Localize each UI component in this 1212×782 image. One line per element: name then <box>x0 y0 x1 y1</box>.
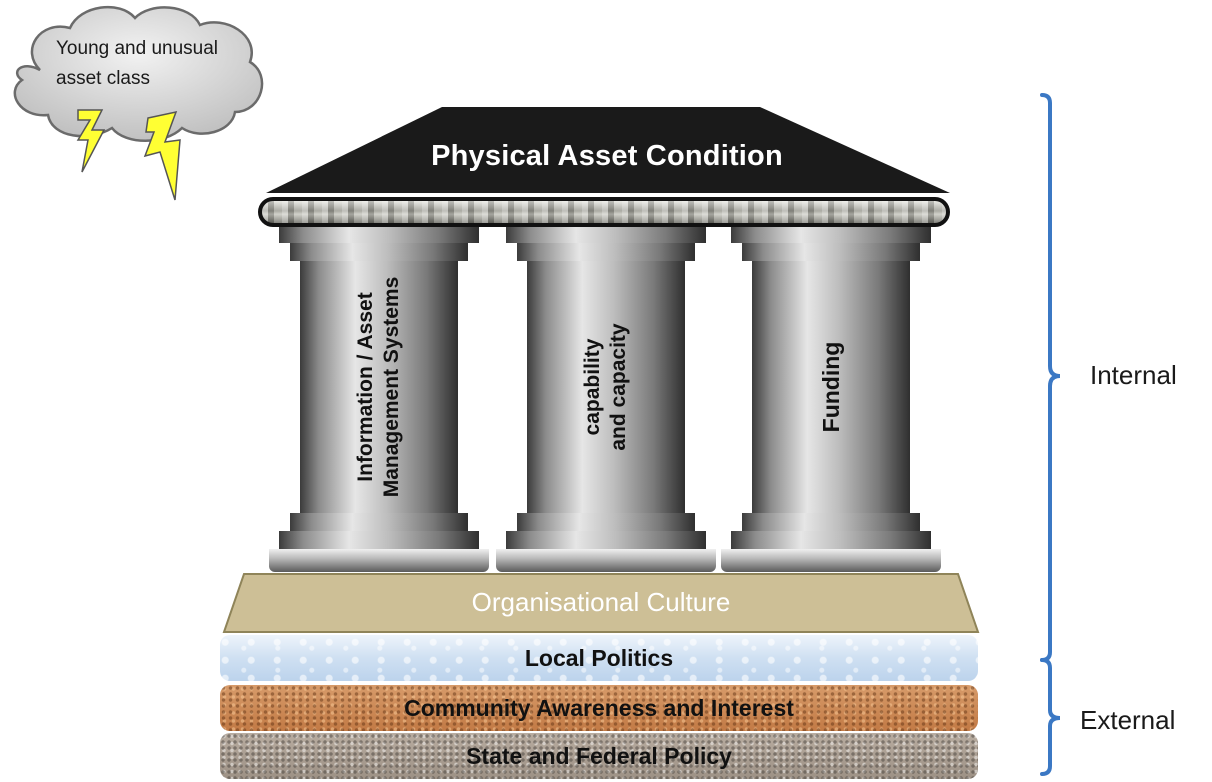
pillar-base-upper <box>742 513 920 531</box>
pillar-capital <box>731 227 931 243</box>
culture-label: Organisational Culture <box>471 587 731 617</box>
pillar-label-line-1: capability <box>581 338 604 436</box>
pillar-capital <box>279 227 479 243</box>
layer-community-awareness: Community Awareness and Interest <box>220 685 978 731</box>
layer-state-federal-policy: State and Federal Policy <box>220 733 978 779</box>
external-label: External <box>1080 705 1176 735</box>
frieze-band <box>258 197 950 227</box>
roof-title: Physical Asset Condition <box>431 140 783 172</box>
pillar-label: Funding <box>818 262 844 512</box>
pillar-label-line-1: Information / Asset <box>354 292 377 482</box>
lightning-bolt-icon <box>143 110 181 201</box>
internal-external-brackets <box>1040 93 1061 776</box>
pillar-base <box>279 531 479 549</box>
pillar-plinth <box>269 549 489 572</box>
pillar-base <box>731 531 931 549</box>
pillar-label-line-2: Management Systems <box>380 276 403 498</box>
pillar-capital <box>506 227 706 243</box>
roof-pediment <box>266 107 950 193</box>
pillar-label-line-1: Funding <box>818 341 844 433</box>
pillar-label: Information / Asset Management Systems <box>353 262 405 512</box>
pillar-label-line-2: and capacity <box>607 323 630 451</box>
pillar-base-upper <box>517 513 695 531</box>
pillar-label: capability and capacity <box>580 262 632 512</box>
lightning-bolt-icon <box>76 109 106 173</box>
pillar-shaft <box>752 261 910 513</box>
pillar-shaft <box>300 261 458 513</box>
pillar-plinth <box>496 549 716 572</box>
cloud-label-line-2: asset class <box>56 68 150 89</box>
pillar-capability: capability and capacity <box>496 227 716 572</box>
pillar-capital-lower <box>742 243 920 261</box>
layer-local-politics: Local Politics <box>220 635 978 681</box>
pillar-base-upper <box>290 513 468 531</box>
pillar-shaft <box>527 261 685 513</box>
pillar-plinth <box>721 549 941 572</box>
pillar-funding: Funding <box>721 227 941 572</box>
cloud-label: Young and unusual asset class <box>56 34 246 94</box>
cloud-label-line-1: Young and unusual <box>56 38 219 59</box>
pillar-capital-lower <box>290 243 468 261</box>
pillar-information-systems: Information / Asset Management Systems <box>269 227 489 572</box>
internal-label: Internal <box>1090 360 1177 390</box>
culture-step <box>222 573 980 633</box>
storm-cloud-icon <box>13 5 264 201</box>
pillar-capital-lower <box>517 243 695 261</box>
pillar-base <box>506 531 706 549</box>
